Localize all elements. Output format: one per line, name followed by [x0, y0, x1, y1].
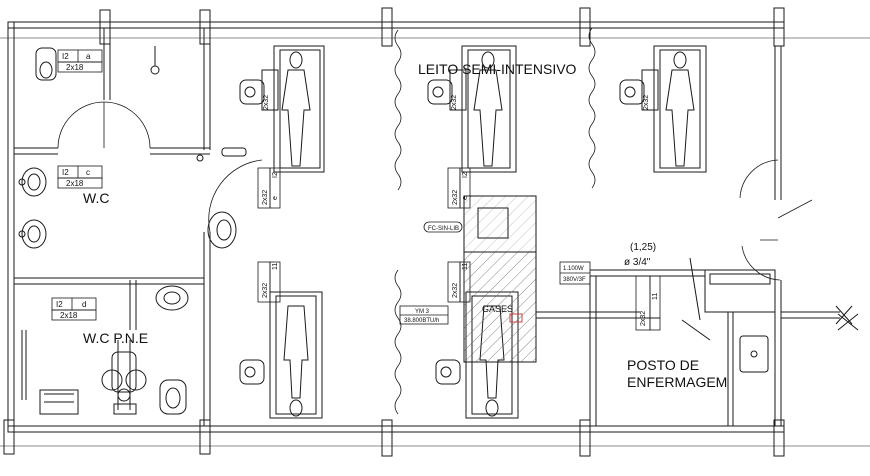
room-label-wc: W.C — [83, 190, 110, 206]
bed1-tag-size: 2x32 — [262, 190, 269, 205]
tag-boxes — [51, 49, 591, 325]
nurse-station-fixtures — [681, 257, 859, 373]
bed-head-tag-1: 2x32 — [263, 95, 270, 110]
headwall-panels — [257, 167, 661, 331]
bed1-tag-e: e — [272, 196, 279, 200]
tag-wcpne-d-id: I2 — [56, 300, 63, 309]
room-label-posto-2: ENFERMAGEM — [627, 374, 728, 390]
room-label-wc-pne: W.C P.N.E — [83, 330, 149, 346]
bed2-tag-size: 2x32 — [452, 190, 459, 205]
pipe-label-1: (1,25) — [630, 242, 656, 253]
bed-head-tag-3: 2x32 — [643, 95, 650, 110]
nurse-tag-size: 2x32 — [640, 311, 647, 326]
bed4-tag-11: 11 — [272, 263, 279, 270]
power-label-1: 1.100W — [563, 266, 584, 272]
tag-wcpne-d-size: 2x18 — [60, 311, 78, 320]
bed-4 — [239, 291, 323, 419]
wheelchair-icon — [101, 340, 147, 415]
bed4-tag-size: 2x32 — [262, 283, 269, 298]
tag-wc-c-type: c — [86, 168, 90, 177]
ym-label-1: YM 3 — [415, 309, 430, 315]
bed5-tag-size: 2x32 — [452, 283, 459, 298]
tag-wc-a-id: I2 — [62, 52, 69, 61]
fc-label: FC-SIN-LIB — [428, 226, 459, 232]
structural-columns — [3, 7, 785, 457]
central-equipment-block — [463, 195, 660, 363]
tag-wc-c-size: 2x18 — [66, 179, 84, 188]
bed2-tag-e: e — [462, 196, 469, 200]
pipe-label-2: ø 3/4" — [624, 257, 651, 268]
bed1-tag-id: I2 — [272, 172, 279, 178]
curtain-partitions — [394, 27, 596, 415]
bed-1 — [239, 45, 325, 173]
room-label-leito: LEITO SEMI-INTENSIVO — [418, 61, 577, 77]
tag-wc-a-type: a — [86, 52, 91, 61]
bed2-tag-id: I2 — [462, 172, 469, 178]
ym-label-2: 38.800BTU/h — [404, 318, 439, 324]
tag-wc-a-size: 2x18 — [66, 63, 84, 72]
bed-head-tag-2: 2x32 — [451, 95, 458, 110]
tag-wc-c-id: I2 — [62, 168, 69, 177]
bed-2 — [427, 45, 517, 173]
room-label-posto-1: POSTO DE — [627, 357, 700, 373]
door-swings — [57, 101, 813, 281]
bed5-tag-11: 11 — [462, 263, 469, 270]
wc-fixtures — [18, 46, 247, 415]
nurse-tag-11: 11 — [652, 293, 659, 300]
tag-wcpne-d-type: d — [82, 300, 86, 309]
bed-3 — [619, 45, 707, 173]
gases-label: GASES — [482, 304, 513, 314]
outer-walls — [0, 21, 870, 447]
power-label-2: 380V/3F — [563, 277, 586, 283]
